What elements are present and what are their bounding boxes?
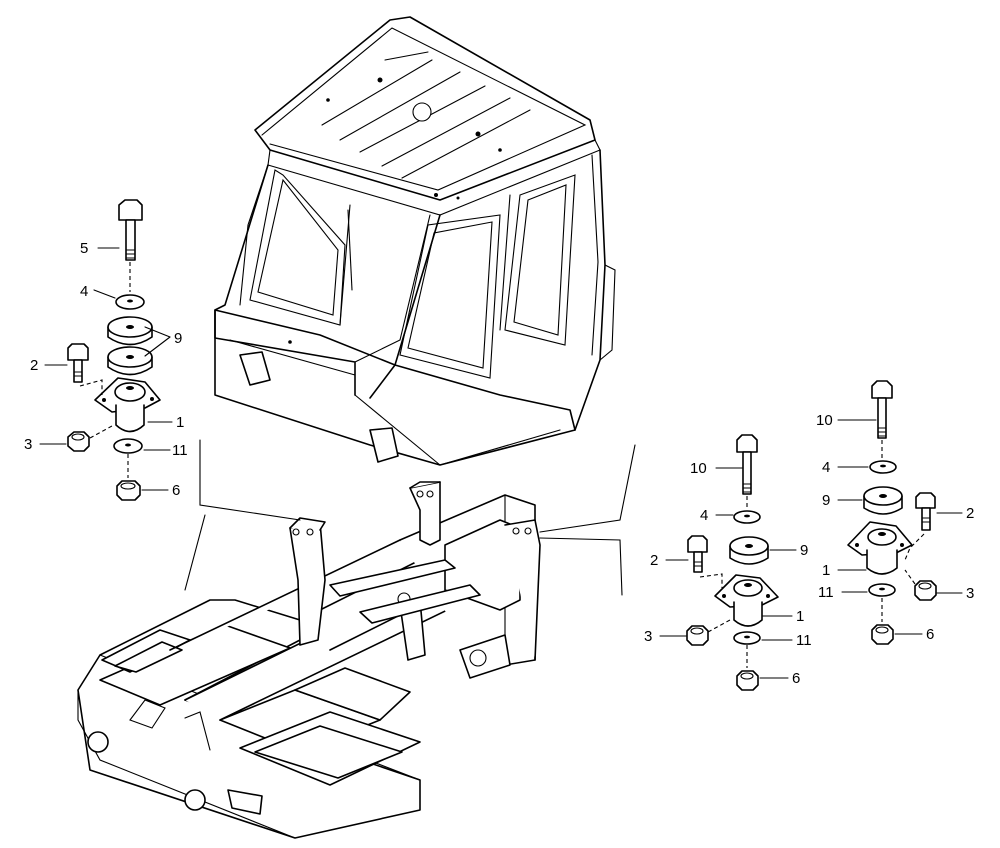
- callout-9: 9: [822, 492, 830, 509]
- callout-2: 2: [966, 505, 974, 522]
- callout-6: 6: [926, 626, 934, 643]
- callout-9: 9: [800, 542, 808, 559]
- callout-4: 4: [822, 459, 830, 476]
- callout-1: 1: [796, 608, 804, 625]
- callout-1: 1: [176, 414, 184, 431]
- callout-2: 2: [30, 357, 38, 374]
- callout-4: 4: [80, 283, 88, 300]
- machine-frame: [77, 481, 541, 839]
- callout-5: 5: [80, 240, 88, 257]
- guide-line-left-lower: [184, 514, 206, 591]
- middle-callouts: 10 4 9 2 1 3 11 6: [644, 460, 812, 687]
- callout-11: 11: [172, 442, 188, 459]
- callout-3: 3: [966, 585, 974, 602]
- guide-line-left: [199, 439, 301, 521]
- callout-1: 1: [822, 562, 830, 579]
- left-callouts: 5 4 9 2 1 3 11 6: [24, 240, 188, 499]
- callout-6: 6: [792, 670, 800, 687]
- operator-cab: [214, 16, 616, 466]
- right-callouts: 10 4 9 2 1 11 3 6: [816, 412, 974, 643]
- callout-10: 10: [690, 460, 707, 477]
- callout-3: 3: [24, 436, 32, 453]
- callout-2: 2: [650, 552, 658, 569]
- callout-4: 4: [700, 507, 708, 524]
- callout-11: 11: [818, 584, 834, 601]
- guide-line-mid: [539, 444, 636, 533]
- left-mount-group: [39, 199, 173, 501]
- callout-10: 10: [816, 412, 833, 429]
- callout-6: 6: [172, 482, 180, 499]
- middle-mount-group: [659, 434, 797, 691]
- callout-9: 9: [174, 330, 182, 347]
- callout-11: 11: [796, 632, 812, 649]
- right-mount-group: [837, 380, 963, 645]
- callout-3: 3: [644, 628, 652, 645]
- guide-line-mid-lower: [539, 537, 623, 596]
